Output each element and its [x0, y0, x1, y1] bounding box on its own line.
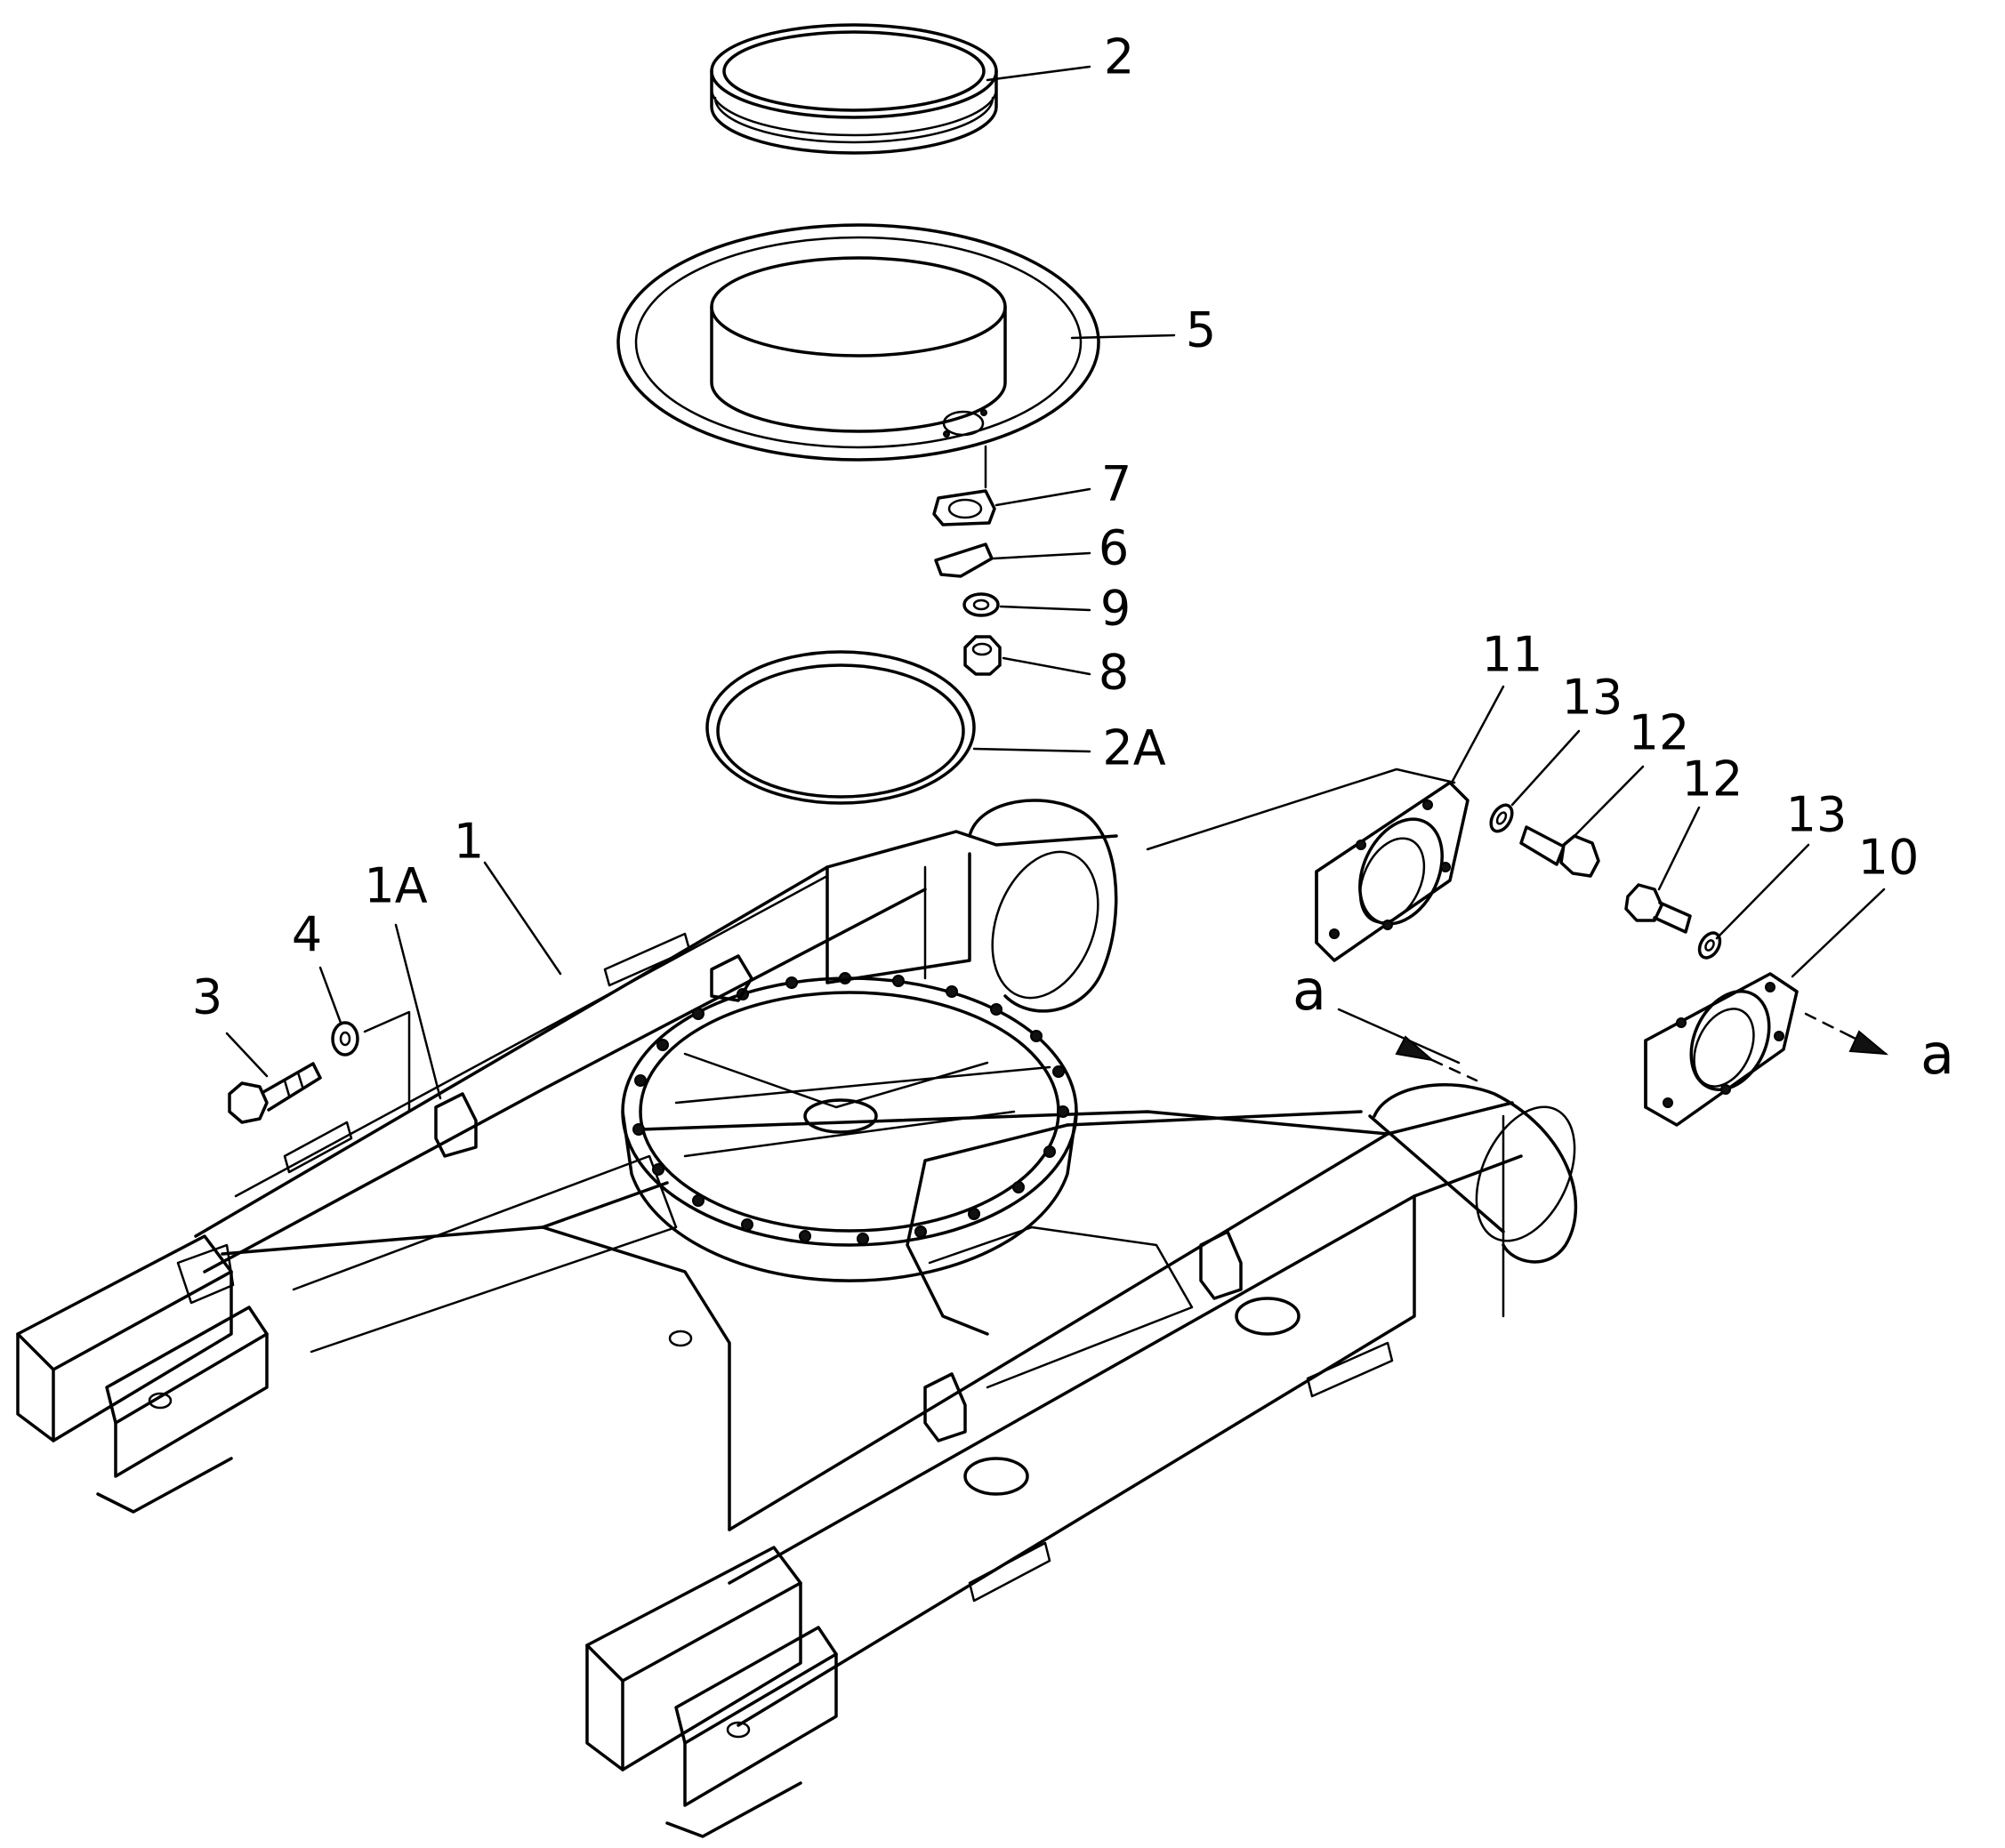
- label-ref-a-left: a: [1292, 958, 1326, 1023]
- section-arrow-a-left: [1337, 1008, 1478, 1082]
- label-part-11: 11: [1482, 627, 1543, 683]
- label-part-10: 10: [1858, 830, 1920, 886]
- bolt-part-3: [228, 1062, 322, 1124]
- label-part-2a: 2A: [1102, 720, 1165, 776]
- label-ref-a-right: a: [1920, 1022, 1954, 1087]
- washer-part-9: [962, 592, 1000, 617]
- nut-part-8: [963, 635, 1002, 676]
- washer-part-4: [331, 1010, 411, 1113]
- track-frame-part-1: [16, 799, 1578, 1838]
- label-part-5: 5: [1186, 302, 1216, 358]
- cover-plate-part-10: [1644, 972, 1799, 1127]
- label-part-4: 4: [292, 907, 322, 963]
- leader-lines: [225, 65, 1886, 1100]
- seal-plate-part-5: [616, 223, 1100, 462]
- label-part-7: 7: [1101, 456, 1131, 512]
- section-arrow-a-right: [1804, 1012, 1889, 1056]
- label-part-3: 3: [192, 969, 222, 1025]
- label-part-8: 8: [1099, 645, 1129, 701]
- washer-part-13-left: [1489, 803, 1514, 833]
- swing-circle-bolt-holes: [632, 972, 1069, 1245]
- cover-plate-part-11: [1146, 767, 1470, 962]
- label-part-2: 2: [1104, 29, 1134, 85]
- label-part-6: 6: [1099, 520, 1129, 576]
- seal-ring-part-2a: [705, 650, 976, 805]
- part-labels: 2 5 7 6 9 8 2A 1 1A 4 3 11 13 12 12 13 1…: [192, 29, 1954, 1087]
- label-part-1: 1: [454, 814, 484, 870]
- seal-ring-part-2: [710, 23, 998, 155]
- gasket-part-6: [934, 542, 994, 578]
- bolt-part-12-right: [1624, 883, 1692, 934]
- bolt-part-12-left: [1519, 825, 1600, 878]
- label-part-12-right: 12: [1682, 751, 1743, 807]
- plate-part-7: [932, 445, 996, 526]
- washer-part-13-right: [1697, 931, 1722, 960]
- label-part-13-left: 13: [1562, 670, 1623, 726]
- label-part-13-right: 13: [1786, 787, 1848, 843]
- label-part-1a: 1A: [364, 858, 427, 914]
- label-part-12-left: 12: [1629, 705, 1690, 761]
- label-part-9: 9: [1100, 581, 1131, 637]
